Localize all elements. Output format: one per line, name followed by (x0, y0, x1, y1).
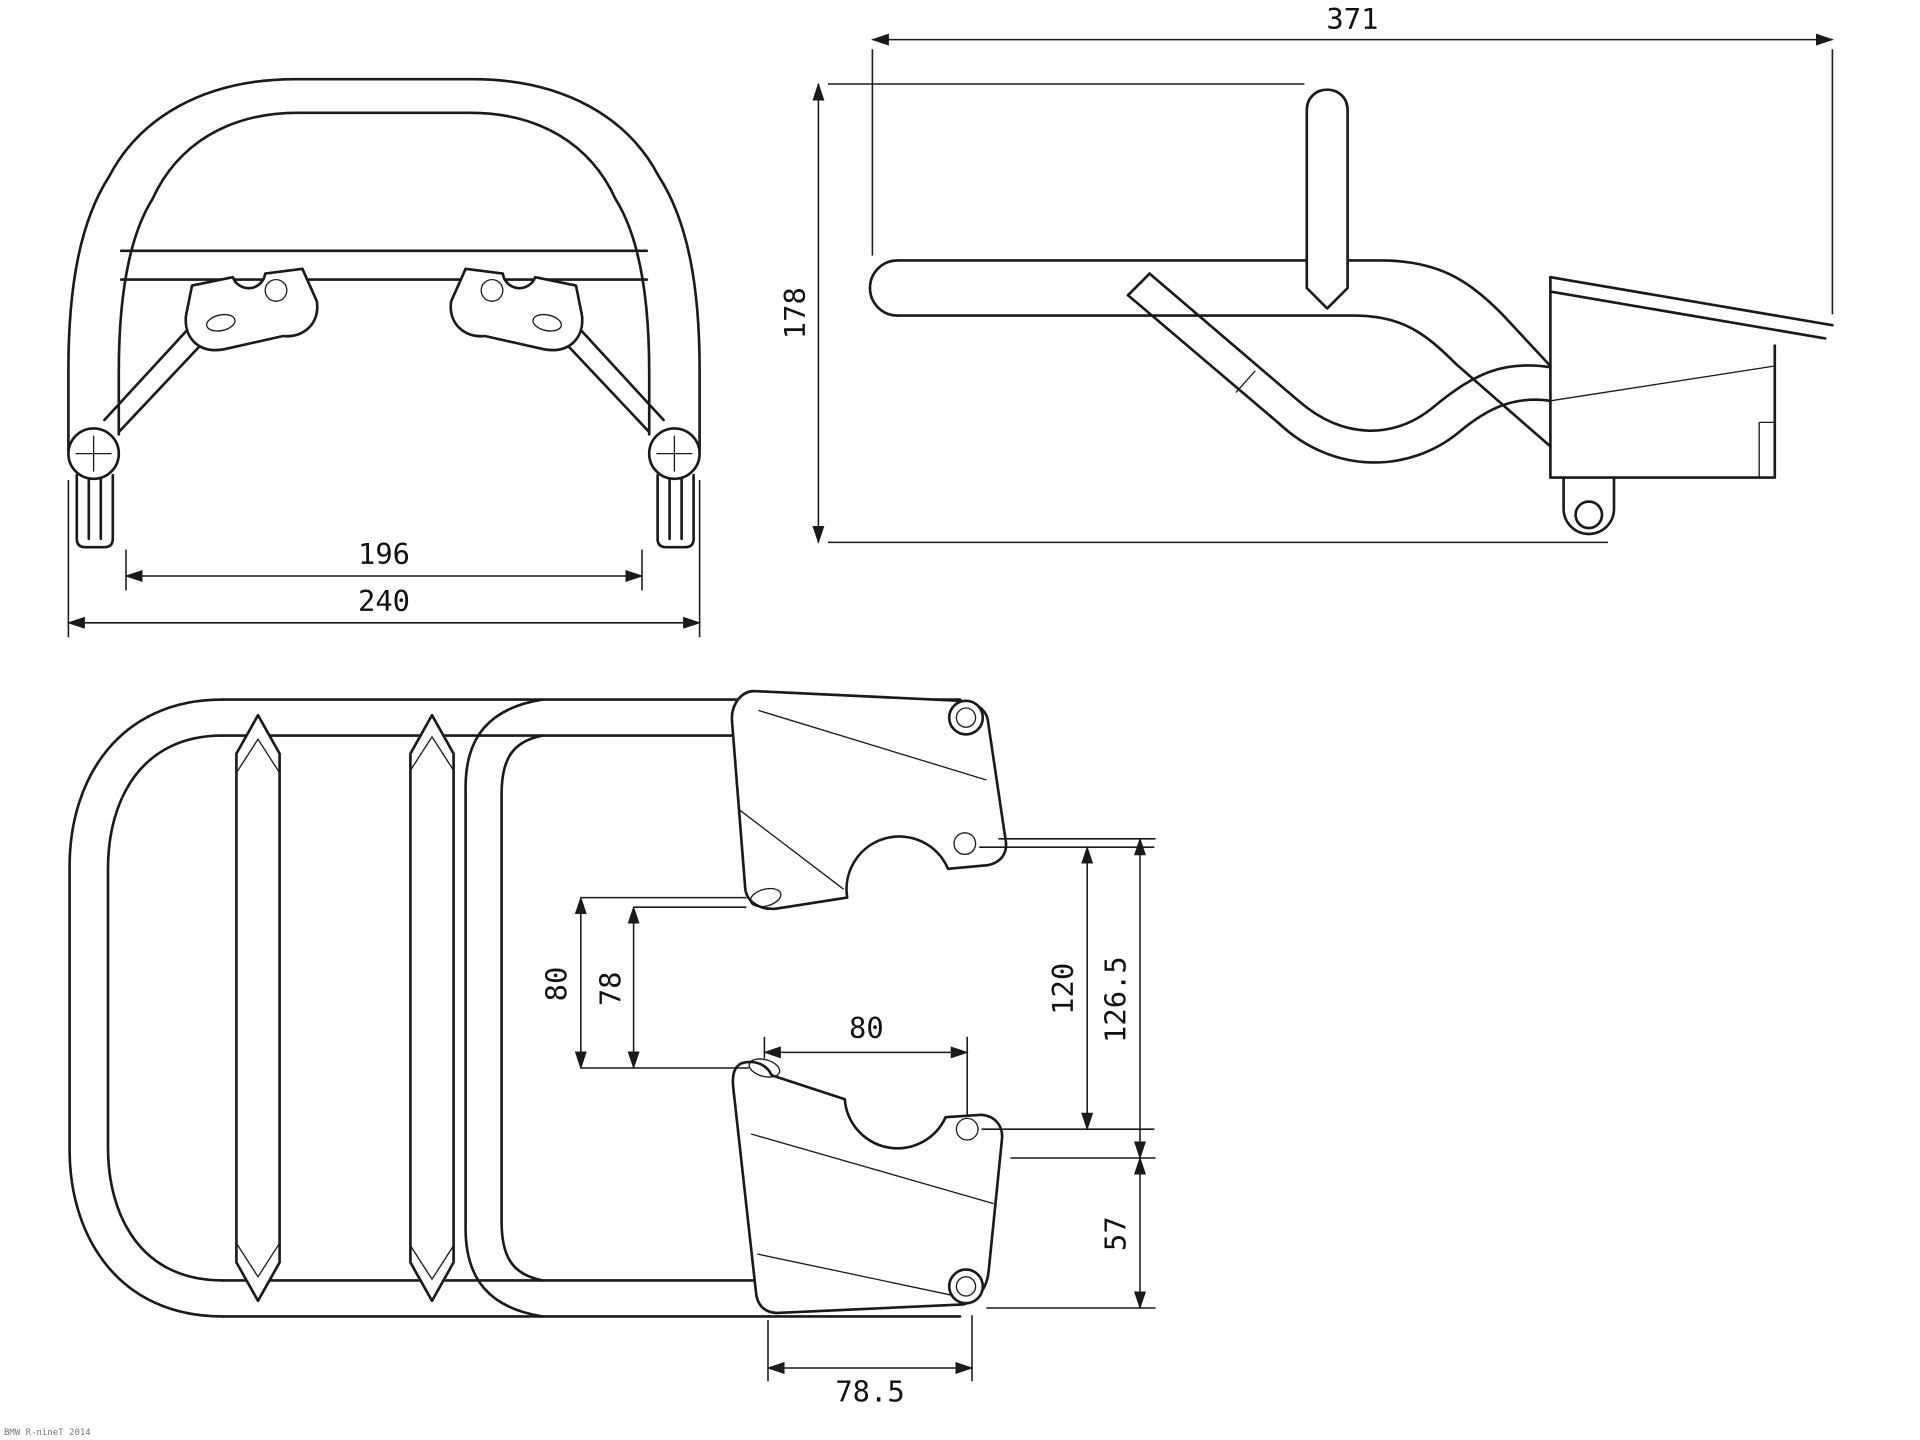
top-upper-tube-end (947, 699, 985, 736)
top-lower-tube-end (947, 1268, 985, 1305)
side-support-upper-edge (1148, 272, 1552, 432)
side-ext-lines-178 (828, 83, 1608, 544)
side-bracket-lip (1549, 275, 1834, 340)
side-bracket-body (1549, 275, 1777, 479)
front-inner-tube (117, 111, 651, 436)
front-cross-tube (119, 249, 649, 281)
top-upper-bracket-bend-lines (737, 709, 987, 890)
dim-label-side-height: 178 (778, 287, 812, 339)
side-bracket-tab (1562, 476, 1616, 536)
top-cross-slat-2 (409, 713, 455, 1303)
top-loop-inner (106, 734, 224, 1282)
front-bracket-right (449, 267, 584, 352)
front-bracket-left-slot (205, 313, 236, 332)
side-support-lower-edge (1126, 293, 1552, 464)
top-upper-tube-end-inner (955, 707, 977, 728)
side-bracket-bend-line (1550, 365, 1775, 402)
front-bracket-right-slot (532, 313, 563, 332)
dim-label-top-80-bracket: 80 (849, 1011, 884, 1045)
top-lower-bracket (731, 1060, 1004, 1315)
dim-label-top-78-5: 78.5 (835, 1375, 904, 1409)
front-outer-tube (67, 77, 701, 452)
front-tube-end-right-mark (656, 435, 693, 472)
dim-label-top-78: 78 (593, 971, 627, 1006)
side-support-cap (1126, 272, 1151, 297)
front-view: 196 240 (66, 77, 702, 638)
front-foot-right (656, 473, 695, 549)
side-tube-bottom (896, 314, 1552, 448)
top-upper-bracket (730, 689, 1008, 911)
front-bracket-left (184, 267, 319, 352)
top-upper-bracket-slot (749, 887, 782, 908)
side-bracket-tab-hole (1574, 500, 1604, 530)
front-bracket-right-hole (480, 278, 504, 302)
dim-label-top-126-5: 126.5 (1099, 956, 1133, 1043)
top-cross-slat-2-chevrons (409, 735, 455, 1281)
front-bracket-left-hole (264, 278, 288, 302)
dim-label-side-length: 371 (1326, 2, 1378, 36)
top-inner-loop-inner (500, 734, 544, 1282)
drawing-caption: BMW R-nineT 2014 (4, 1428, 91, 1438)
side-tube-top (896, 259, 1552, 368)
top-ext-lines-80v (580, 896, 749, 1069)
top-upper-bracket-hole (953, 832, 977, 856)
side-bracket-notch (1758, 421, 1775, 478)
top-loop-outer (68, 698, 224, 1318)
top-ext-lines-78-5 (767, 1315, 973, 1382)
top-lower-bracket-hole (955, 1117, 979, 1141)
front-foot-left (75, 473, 115, 549)
top-view: 80 78 80 120 126.5 57 78.5 (68, 689, 1156, 1409)
side-backrest-post (1305, 88, 1349, 310)
top-cross-slat-1 (235, 713, 281, 1303)
side-tube-end-cap (868, 259, 899, 317)
top-lower-bracket-bend-lines (751, 1133, 994, 1298)
top-ext-lines-120 (979, 846, 1155, 1130)
dim-label-front-inner-width: 196 (358, 537, 410, 571)
top-cross-slat-1-chevrons (235, 737, 281, 1279)
top-lower-tube-end-inner (955, 1276, 977, 1297)
side-view: 371 178 (778, 2, 1834, 544)
dim-label-front-outer-width: 240 (358, 584, 410, 618)
dim-label-top-120: 120 (1046, 963, 1080, 1015)
side-support-joint-tick (1235, 370, 1256, 393)
front-tube-end-left-mark (75, 435, 112, 472)
side-ext-lines-371 (871, 49, 1834, 315)
top-inner-loop-outer (464, 698, 544, 1318)
top-lower-bracket-slot (748, 1058, 781, 1078)
top-ext-lines-126 (998, 838, 1156, 1159)
front-ext-lines-240 (67, 480, 701, 638)
dim-label-top-80-left: 80 (539, 967, 573, 1002)
dim-label-top-57: 57 (1099, 1216, 1133, 1251)
